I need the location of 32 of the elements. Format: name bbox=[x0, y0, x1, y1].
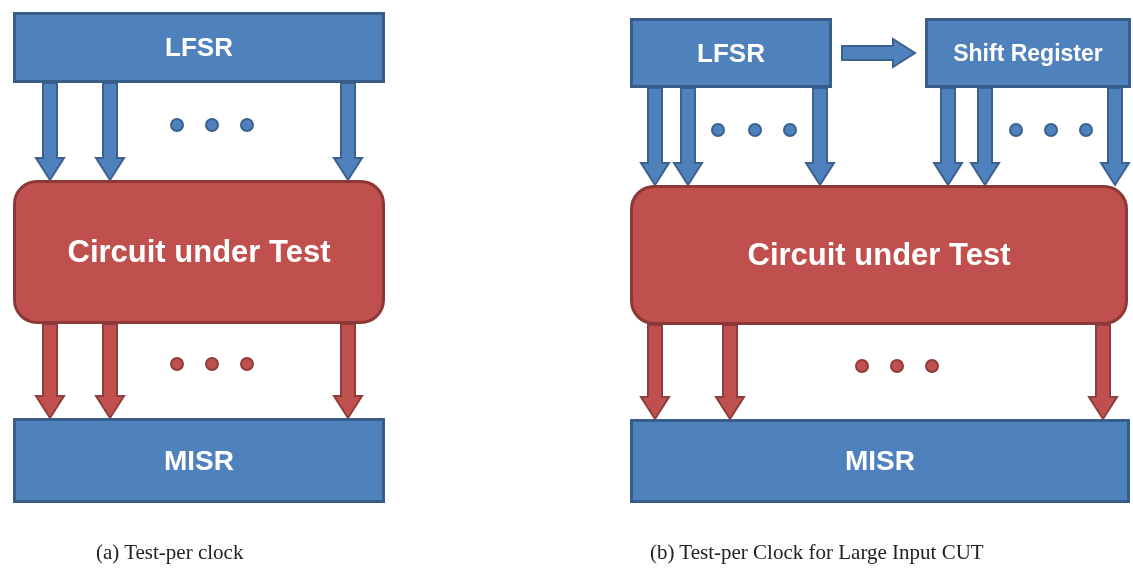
block-arrow bbox=[969, 87, 1001, 187]
block-label: Shift Register bbox=[953, 39, 1103, 67]
block-arrow bbox=[841, 37, 917, 69]
block-arrow bbox=[639, 87, 671, 187]
block-label: MISR bbox=[164, 444, 234, 477]
block-label: MISR bbox=[845, 445, 915, 477]
block-arrow bbox=[94, 82, 126, 182]
block-arrow bbox=[714, 324, 746, 421]
block-arrow bbox=[672, 87, 704, 187]
block-label: LFSR bbox=[697, 37, 765, 69]
register-block bbox=[13, 12, 385, 83]
subfigure-caption: (b) Test-per Clock for Large Input CUT bbox=[650, 540, 984, 565]
circuit-block bbox=[630, 185, 1128, 325]
block-label: Circuit under Test bbox=[67, 234, 331, 270]
block-arrow bbox=[332, 82, 364, 182]
block-arrow bbox=[804, 87, 836, 187]
subfigure-caption: (a) Test-per clock bbox=[96, 540, 244, 565]
block-label: LFSR bbox=[165, 32, 233, 63]
register-block bbox=[925, 18, 1131, 88]
block-label: Circuit under Test bbox=[747, 237, 1011, 273]
register-block bbox=[13, 418, 385, 503]
block-arrow bbox=[639, 324, 671, 421]
block-arrow bbox=[34, 82, 66, 182]
block-arrow bbox=[1099, 87, 1131, 187]
block-arrow bbox=[332, 323, 364, 420]
block-arrow bbox=[94, 323, 126, 420]
block-arrow bbox=[932, 87, 964, 187]
register-block bbox=[630, 419, 1130, 503]
circuit-block bbox=[13, 180, 385, 324]
block-arrow bbox=[1087, 324, 1119, 421]
block-arrow bbox=[34, 323, 66, 420]
register-block bbox=[630, 18, 832, 88]
